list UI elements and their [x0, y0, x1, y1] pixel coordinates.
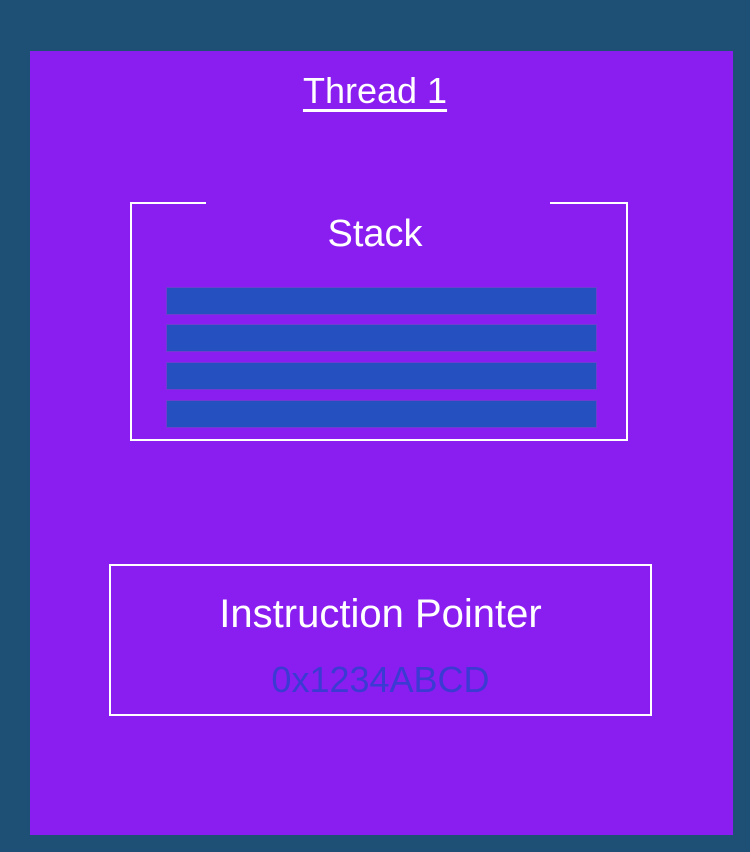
- stack-border-bottom: [130, 439, 628, 441]
- instruction-pointer-box: [109, 564, 652, 716]
- stack-border-right: [626, 202, 628, 441]
- stack-border-left: [130, 202, 132, 441]
- stack-title: Stack: [327, 213, 423, 255]
- stack-frame: [166, 362, 597, 390]
- instruction-pointer-value: 0x1234ABCD: [271, 659, 490, 700]
- stack-frame: [166, 324, 597, 352]
- stack-frame: [166, 287, 597, 315]
- stack-border-top-right: [550, 202, 628, 204]
- instruction-pointer-label: Instruction Pointer: [219, 592, 542, 636]
- thread-title: Thread 1: [302, 70, 448, 111]
- thread-panel: [30, 51, 733, 835]
- stack-frame: [166, 400, 597, 428]
- stack-border-top-left: [130, 202, 206, 204]
- stack-container: [130, 202, 628, 441]
